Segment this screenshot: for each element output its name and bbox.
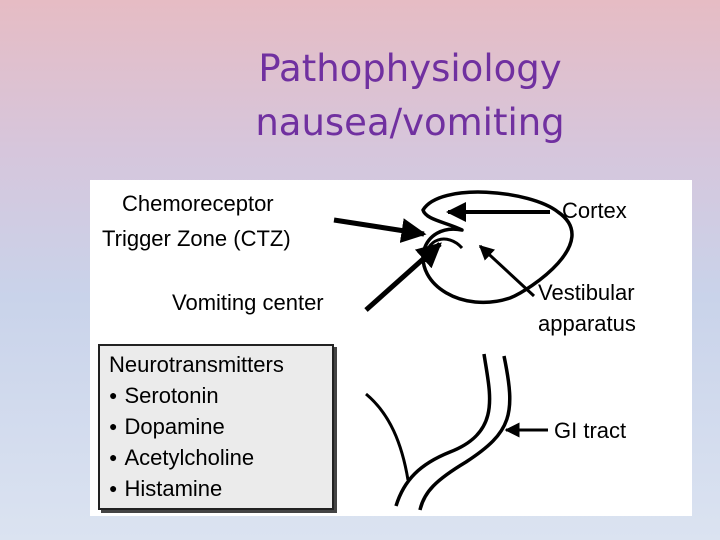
neurotransmitter-serotonin: Serotonin: [124, 383, 219, 408]
gi-tract-curve: [365, 392, 410, 481]
gi-tract-outer: [394, 353, 492, 507]
ctz-label-line-1: Chemoreceptor: [122, 191, 274, 216]
gi-tract-inner: [418, 355, 512, 511]
neurotransmitters-heading: Neurotransmitters: [109, 352, 284, 377]
vomiting-center-label: Vomiting center: [172, 290, 324, 315]
ctz-label-line-2: Trigger Zone (CTZ): [102, 226, 291, 251]
brain-outline: [421, 190, 574, 305]
arrow-vestibular: [478, 244, 536, 298]
pathophysiology-diagram: Chemoreceptor Trigger Zone (CTZ) Vomitin…: [90, 180, 692, 516]
vestibular-label-line-2: apparatus: [538, 311, 636, 336]
arrow-vomiting-center: [364, 242, 442, 312]
bullet-icon: ●: [109, 449, 118, 465]
diagram-drawing: [333, 190, 574, 511]
title-line-2: nausea/vomiting: [255, 101, 565, 144]
bullet-icon: ●: [109, 387, 118, 403]
neurotransmitter-acetylcholine: Acetylcholine: [124, 445, 255, 470]
slide-title: Pathophysiology nausea/vomiting: [220, 42, 600, 150]
neurotransmitter-dopamine: Dopamine: [124, 414, 225, 439]
vestibular-label-line-1: Vestibular: [538, 280, 635, 305]
title-line-1: Pathophysiology: [258, 47, 562, 90]
neurotransmitter-item: ● Histamine: [109, 473, 332, 504]
arrow-ctz: [333, 217, 427, 243]
bullet-icon: ●: [109, 418, 118, 434]
bullet-icon: ●: [109, 480, 118, 496]
neurotransmitter-item: ● Acetylcholine: [109, 442, 332, 473]
cortex-label: Cortex: [562, 198, 627, 223]
neurotransmitters-box: Neurotransmitters ● Serotonin ● Dopamine ●…: [98, 344, 334, 510]
neurotransmitter-item: ● Dopamine: [109, 411, 332, 442]
neurotransmitter-item: ● Serotonin: [109, 380, 332, 411]
neurotransmitter-histamine: Histamine: [124, 476, 223, 501]
gi-tract-label: GI tract: [554, 418, 627, 443]
